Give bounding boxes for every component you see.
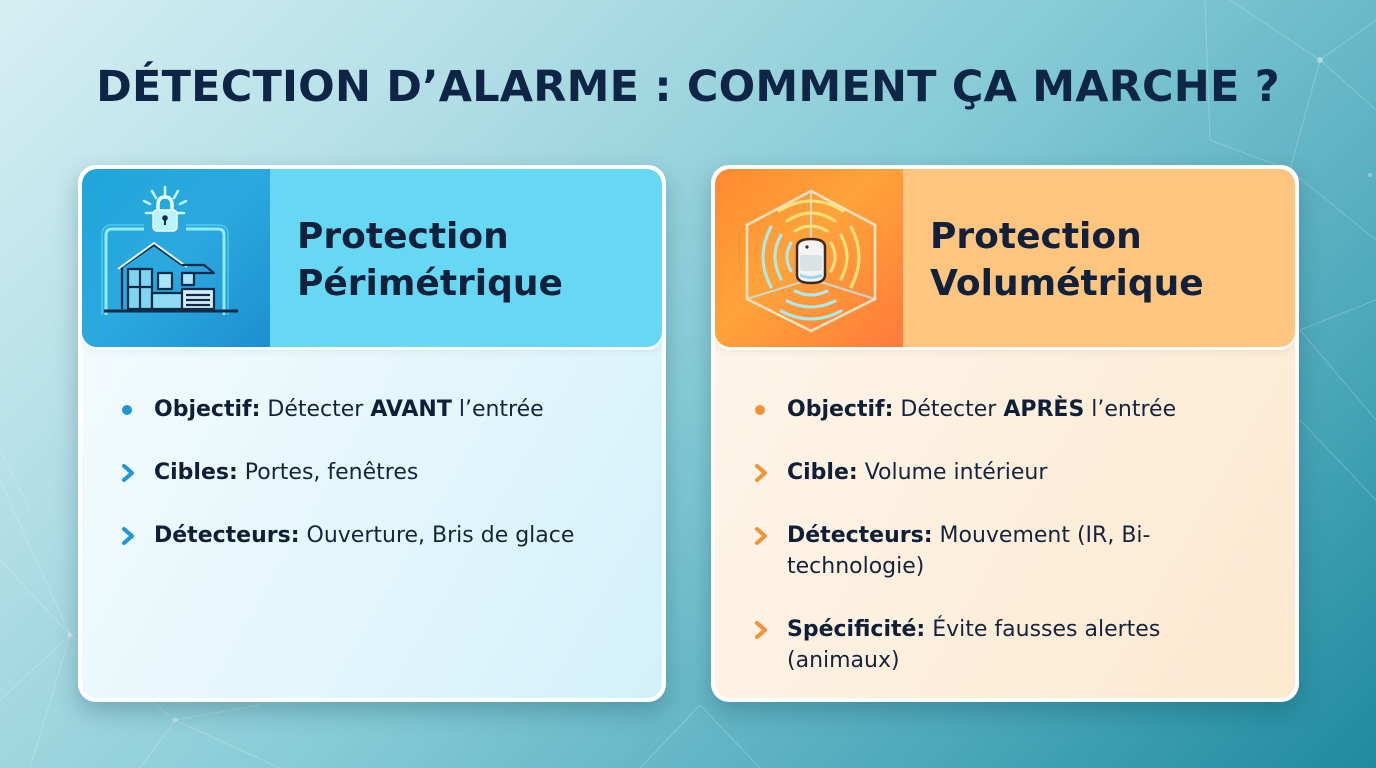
bullet-text: l’entrée (1084, 397, 1177, 422)
bullet-detecteurs: Détecteurs: Mouvement (IR, Bi-technologi… (751, 520, 1151, 582)
bullet-objectif: Objectif: Détecter AVANT l’entrée (118, 394, 642, 425)
bullet-label: Cible: (787, 460, 858, 485)
card-header: Protection Volumétrique (715, 169, 1295, 347)
card-title-line2: Volumétrique (930, 263, 1204, 304)
bullet-text: Volume intérieur (857, 460, 1048, 485)
bullet-label: Objectif: (787, 397, 894, 422)
bullet-specificite: Spécificité: Évite fausses alertes (anim… (751, 614, 1221, 676)
motion-sensor-icon (715, 169, 903, 347)
card-title: Protection Volumétrique (903, 169, 1204, 347)
chevron-right-icon (751, 614, 771, 645)
house-lock-icon (82, 169, 270, 347)
chevron-right-icon (118, 457, 138, 488)
bullet-text: Mouvement (IR, Bi-technologie) (787, 523, 1151, 579)
card-protection-volumetrique: Protection Volumétrique Objectif: Détect… (711, 165, 1299, 702)
bullet-label: Spécificité: (787, 617, 926, 642)
bullet-label: Cibles: (154, 460, 238, 485)
card-title: Protection Périmétrique (270, 169, 563, 347)
page-title: DÉTECTION D’ALARME : COMMENT ÇA MARCHE ? (96, 62, 1280, 112)
bullet-text: Évite fausses alertes (animaux) (787, 617, 1161, 673)
card-title-line1: Protection (297, 216, 509, 257)
bullet-label: Détecteurs: (787, 523, 933, 548)
bullet-text: Détecter (260, 397, 371, 422)
bullet-detecteurs: Détecteurs: Ouverture, Bris de glace (118, 520, 642, 551)
card-title-line1: Protection (930, 216, 1142, 257)
bullet-text: Ouverture, Bris de glace (299, 523, 575, 548)
bullet-emphasis: APRÈS (1003, 397, 1085, 422)
card-header: Protection Périmétrique (82, 169, 662, 347)
bullet-text: Détecter (893, 397, 1004, 422)
card-protection-perimetrique: Protection Périmétrique Objectif: Détect… (78, 165, 666, 702)
bullet-list: Objectif: Détecter AVANT l’entrée Cibles… (118, 394, 642, 583)
bullet-list: Objectif: Détecter APRÈS l’entrée Cible:… (751, 394, 1275, 698)
bullet-text: l’entrée (451, 397, 544, 422)
bullet-cibles: Cibles: Portes, fenêtres (118, 457, 642, 488)
bullet-label: Objectif: (154, 397, 261, 422)
bullet-cible: Cible: Volume intérieur (751, 457, 1275, 488)
bullet-text: Portes, fenêtres (237, 460, 419, 485)
bullet-objectif: Objectif: Détecter APRÈS l’entrée (751, 394, 1275, 425)
chevron-right-icon (118, 520, 138, 551)
bullet-label: Détecteurs: (154, 523, 300, 548)
dot-icon (751, 394, 771, 425)
chevron-right-icon (751, 520, 771, 551)
dot-icon (118, 394, 138, 425)
chevron-right-icon (751, 457, 771, 488)
card-title-line2: Périmétrique (297, 263, 563, 304)
bullet-emphasis: AVANT (370, 397, 452, 422)
